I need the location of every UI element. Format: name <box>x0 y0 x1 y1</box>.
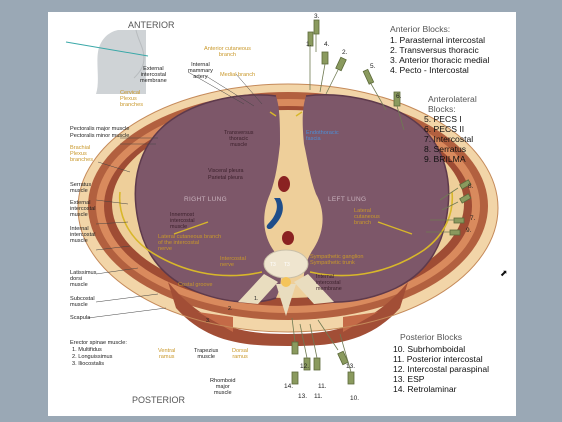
needle-number: 4. <box>324 42 329 48</box>
needle-number: 13. <box>346 364 355 370</box>
mouse-cursor-icon: ⬈ <box>500 268 508 279</box>
needle-number: 3. <box>314 14 319 20</box>
needle-number: 1. <box>306 42 311 48</box>
anterolateral-title-2: Blocks: <box>428 104 456 114</box>
visceral-pleura-label: Visceral pleura <box>208 168 244 174</box>
needle-number: 11. <box>314 394 323 400</box>
anterolateral-block-item: 8. Serratus <box>424 144 466 154</box>
brachial-plexus-label: Brachial Plexus branches <box>70 145 93 164</box>
posterior-block-item: 10. Subrhomboidal <box>393 344 465 354</box>
anterior-block-item: 2. Transversus thoracic <box>390 45 479 55</box>
anterior-label: ANTERIOR <box>128 20 175 30</box>
left-lung-label: LEFT LUNG <box>328 196 366 203</box>
costal-groove-label: Costal groove <box>178 282 213 288</box>
anterolateral-block-item: 9. BRILMA <box>424 154 466 164</box>
anterior-block-item: 1. Parasternal intercostal <box>390 35 485 45</box>
anterolateral-block-item: 7. Intercostal <box>424 134 473 144</box>
subcostal-muscle-label: Subcostal muscle <box>70 296 95 308</box>
aorta <box>278 176 290 192</box>
muscle-number: 1. <box>254 296 259 302</box>
posterior-block-item: 13. ESP <box>393 374 425 384</box>
posterior-block-item: 12. Intercostal paraspinal <box>393 364 489 374</box>
dorsal-ramus-label: Dorsal ramus <box>232 348 248 360</box>
needle-number: 10. <box>350 396 359 402</box>
lateral-cutaneous-branch-right-label: Lateral cutaneous branch of the intercos… <box>158 234 221 253</box>
erector-spinae-title: Erector spinae muscle: <box>70 340 127 346</box>
anterior-block-item: 4. Pecto - Intercostal <box>390 65 469 75</box>
endothoracic-fascia-label: Endothoracic fascia <box>306 130 339 142</box>
internal-intercostal-muscle-label: Internal intercostal muscle <box>70 226 96 245</box>
scapula-label: Scapula <box>70 315 90 321</box>
parietal-pleura-label: Parietal pleura <box>208 175 243 181</box>
external-intercostal-muscle-label: External intercostal muscle <box>70 200 96 219</box>
erector-spinae-item: 3. Iliocostalis <box>72 361 104 367</box>
needle-number: 5. <box>370 64 375 70</box>
needle-number: 2. <box>342 50 347 56</box>
anterolateral-block-item: 5. PECS I <box>424 114 462 124</box>
medial-branch-label: Medial branch <box>220 72 255 78</box>
erector-spinae-item: 1. Multifidus <box>72 347 102 353</box>
rhomboid-major-label: Rhomboid major muscle <box>210 378 236 397</box>
pectoralis-major-label: Pectoralis major muscle <box>70 126 129 132</box>
posterior-label: POSTERIOR <box>132 395 185 405</box>
right-lung-label: RIGHT LUNG <box>184 196 227 203</box>
muscle-number: 2. <box>228 306 233 312</box>
internal-intercostal-membrane-label: Internal intercostal membrane <box>316 274 342 292</box>
posterior-block-item: 11. Posterior intercostal <box>393 354 483 364</box>
cervical-plexus-label: Cervical Plexus branches <box>120 90 143 109</box>
needle-number: 7. <box>470 216 475 222</box>
serratus-muscle-label: Serratus muscle <box>70 182 91 194</box>
innermost-intercostal-label: Innermost intercostal muscle <box>170 212 195 230</box>
anterior-block-item: 3. Anterior thoracic medial <box>390 55 489 65</box>
intercostal-nerve-label: Intercostal nerve <box>220 256 246 268</box>
latissimus-dorsi-label: Latissimus dorsi muscle <box>70 270 96 289</box>
needle-number: 13. <box>298 394 307 400</box>
pectoralis-minor-label: Pectoralis minor muscle <box>70 133 129 139</box>
torso-silhouette-icon <box>66 30 148 94</box>
needle-number: 6. <box>396 94 401 100</box>
posterior-blocks-title: Posterior Blocks <box>400 332 462 342</box>
external-intercostal-membrane-label: External intercostal membrane <box>140 66 167 85</box>
anterolateral-block-item: 6. PECS II <box>424 124 464 134</box>
sympathetic-ganglion-label: Sympathetic ganglion Sympathetic trunk <box>310 254 364 266</box>
trapezius-label: Trapezius muscle <box>194 348 218 360</box>
internal-mammary-artery-label: Internal mammary artery <box>188 62 213 81</box>
vertebra-label-left: T3 <box>270 262 276 268</box>
muscle-number: 3. <box>206 318 211 324</box>
anterior-cutaneous-branch-label: Anterior cutaneous branch <box>204 46 251 58</box>
erector-spinae-item: 2. Longuissimus <box>72 354 112 360</box>
needle-number: 11. <box>318 384 327 390</box>
needle-number: 8. <box>468 184 473 190</box>
ventral-ramus-label: Ventral ramus <box>158 348 175 360</box>
anterior-blocks-title: Anterior Blocks: <box>390 24 450 34</box>
vertebra-label-right: T3 <box>284 262 290 268</box>
lateral-cutaneous-branch-left-label: Lateral cutaneous branch <box>354 208 380 227</box>
anterolateral-title-1: Anterolateral <box>428 94 477 104</box>
posterior-block-item: 14. Retrolaminar <box>393 384 457 394</box>
needle-number: 14. <box>284 384 293 390</box>
needle-number: 12. <box>300 364 309 370</box>
needle-number: 9. <box>466 228 471 234</box>
slide-canvas: ANTERIOR POSTERIOR Anterior Blocks: 1. P… <box>48 12 516 416</box>
transversus-thoracic-label: Transversus thoracic muscle <box>224 130 253 148</box>
